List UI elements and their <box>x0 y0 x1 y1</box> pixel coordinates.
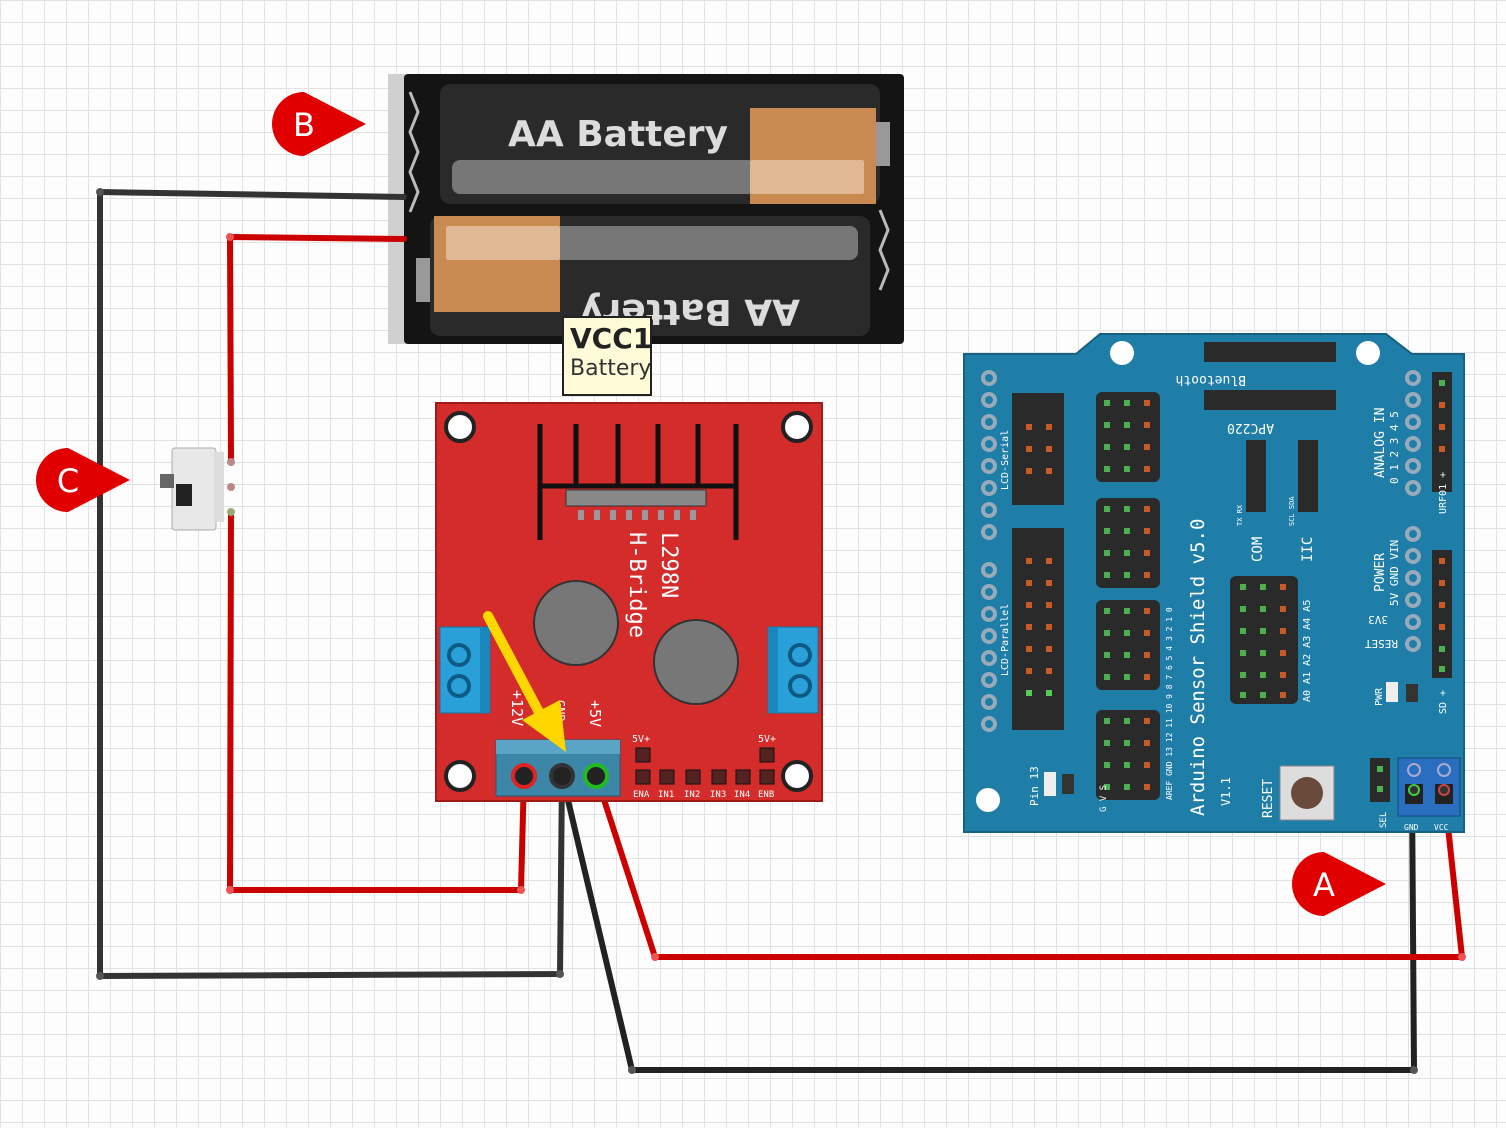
capacitor-1 <box>533 580 619 666</box>
bluetooth-header[interactable] <box>1204 342 1336 362</box>
right-pin-column <box>1405 370 1421 652</box>
pin-label-ena: ENA <box>633 790 650 800</box>
reset-button[interactable] <box>1279 765 1335 821</box>
left-pin-column <box>981 370 997 732</box>
control-pin-header[interactable] <box>635 747 775 785</box>
power-terminal[interactable] <box>495 739 621 797</box>
battery-cell-bottom <box>416 216 870 336</box>
battery-label-top: AA Battery <box>508 114 728 155</box>
motor-terminal-left[interactable] <box>439 626 491 714</box>
pin-label-in1: IN1 <box>658 790 674 800</box>
wire-hbridge-5v-shield[interactable] <box>593 772 1465 960</box>
enb-header-label: 5V+ <box>758 734 776 745</box>
pin-label-in4: IN4 <box>734 790 750 800</box>
power-label: POWER <box>1373 553 1388 592</box>
control-pin-labels: ENA IN1 IN2 IN3 IN4 ENB <box>633 790 774 800</box>
pin-label-enb: ENB <box>758 790 774 800</box>
wire-hbridge-gnd-shield[interactable] <box>559 772 1417 1073</box>
digital-gvs-headers[interactable] <box>1096 392 1160 800</box>
hbridge-subtitle: H-Bridge <box>624 532 649 638</box>
analog-pins-label: 0 1 2 3 4 5 <box>1388 411 1401 484</box>
pin-label-in2: IN2 <box>684 790 700 800</box>
sel-jumper[interactable] <box>1370 758 1390 802</box>
3v3-label: 3V3 <box>1368 613 1388 626</box>
shield-pin-gnd[interactable] <box>1408 784 1420 796</box>
marker-a: A <box>1292 852 1386 916</box>
marker-c-label: C <box>57 462 79 500</box>
capacitor-2 <box>653 619 739 705</box>
lcd-serial-header[interactable] <box>1012 393 1064 505</box>
pin-5v[interactable] <box>583 763 609 789</box>
com-header[interactable] <box>1246 440 1266 512</box>
sd-label: SD + <box>1438 690 1449 714</box>
pointer-arrow <box>483 611 566 752</box>
sd-header[interactable] <box>1432 550 1452 678</box>
battery-holder[interactable]: AA Battery AA Battery <box>388 74 904 344</box>
iic-header[interactable] <box>1298 440 1318 512</box>
marker-b-label: B <box>293 106 315 144</box>
digital-pin-dots <box>1104 400 1150 790</box>
wires <box>96 188 1466 1074</box>
pin-label-in3: IN3 <box>710 790 726 800</box>
hbridge-title: L298N <box>656 532 681 598</box>
power-pins-label: 5V GND VIN <box>1388 540 1401 606</box>
tx-rx-label: TX RX <box>1236 504 1244 526</box>
tooltip-subtitle: Battery <box>570 356 652 381</box>
battery-cell-top <box>440 84 890 204</box>
l298n-h-bridge[interactable]: L298N H-Bridge +12V GND +5V 5 <box>435 402 823 802</box>
shield-vcc-label: VCC <box>1434 823 1449 832</box>
heatsink <box>537 424 739 540</box>
urf01-label: URF01 + <box>1438 472 1449 514</box>
shield-gnd-label: GND <box>1404 823 1419 832</box>
apc220-header[interactable] <box>1204 390 1336 410</box>
label-5v: +5V <box>586 700 604 727</box>
wire-battery-vcc[interactable] <box>227 234 407 461</box>
iic-label: IIC <box>1300 537 1316 562</box>
shield-title: Arduino Sensor Shield v5.0 <box>1187 519 1209 816</box>
motor-terminal-right[interactable] <box>767 626 819 714</box>
shield-version: V1.1 <box>1219 777 1233 806</box>
tooltip-title: VCC1 <box>570 322 653 355</box>
lcd-serial-label: LCD-Serial <box>1000 430 1011 490</box>
analog-header[interactable] <box>1230 576 1298 704</box>
marker-c: C <box>36 448 130 512</box>
pin-gnd[interactable] <box>549 763 575 789</box>
digital-gvs-label: G V S <box>1099 785 1109 812</box>
ena-header-label: 5V+ <box>632 734 650 745</box>
pin13-led <box>1044 772 1056 796</box>
wire-switch-12v[interactable] <box>227 509 527 893</box>
pin13-label: Pin 13 <box>1028 766 1041 806</box>
apc220-label: APC220 <box>1227 420 1274 435</box>
sel-label: SEL <box>1379 812 1389 828</box>
shield-pin-vcc[interactable] <box>1438 784 1450 796</box>
com-label: COM <box>1250 537 1266 562</box>
bluetooth-label: Bluetooth <box>1176 372 1246 387</box>
label-12v: +12V <box>508 690 526 726</box>
digital-pin-row-label: AREF GND 13 12 11 10 9 8 7 6 5 4 3 2 1 0 <box>1165 607 1174 800</box>
marker-b: B <box>272 92 366 156</box>
lcd-parallel-label: LCD-Parallel <box>1000 604 1011 676</box>
arduino-sensor-shield[interactable]: LCD-Serial LCD-Parallel <box>963 333 1465 833</box>
component-tooltip: VCC1 Battery <box>562 316 652 396</box>
analog-in-label: ANALOG IN <box>1373 408 1388 478</box>
shield-power-terminal[interactable] <box>1397 757 1461 817</box>
urf01-header[interactable] <box>1432 372 1452 492</box>
reset-right-label: RESET <box>1365 637 1398 650</box>
lcd-parallel-header[interactable] <box>1012 528 1064 730</box>
reset-label: RESET <box>1261 779 1276 818</box>
analog-pin-row-label: A0 A1 A2 A3 A4 A5 <box>1302 600 1313 702</box>
slide-switch[interactable] <box>160 447 235 531</box>
pin-12v[interactable] <box>511 763 537 789</box>
scl-sda-label: SCL SDA <box>1288 496 1296 526</box>
pwr-led <box>1386 682 1398 702</box>
pwr-label: PWR <box>1374 687 1385 706</box>
marker-a-label: A <box>1313 866 1335 904</box>
